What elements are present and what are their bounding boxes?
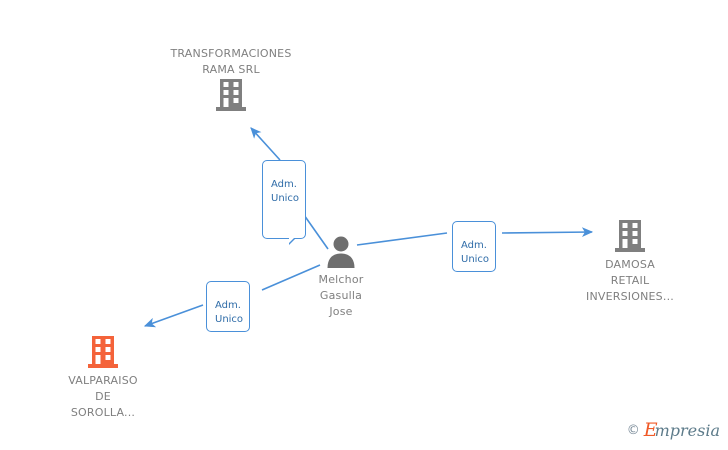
copyright-icon: ©: [626, 423, 640, 438]
edge-label-text: Adm. Unico: [461, 240, 490, 265]
person-node-melchor-gasulla-jose[interactable]: Melchor Gasulla Jose: [266, 235, 416, 320]
edge-label-text: Adm. Unico: [215, 300, 244, 325]
edge-label-transformaciones[interactable]: Adm. Unico: [262, 160, 306, 245]
company-label: DAMOSA RETAIL INVERSIONES...: [586, 258, 674, 303]
company-label: TRANSFORMACIONES RAMA SRL: [170, 47, 292, 76]
brand-name: Empresia: [644, 421, 720, 440]
edge-label-damosa[interactable]: Adm. Unico: [452, 221, 496, 272]
edge-to-valparaiso[interactable]: [145, 264, 321, 326]
callout-tail-inner: [289, 238, 294, 243]
building-icon[interactable]: [156, 78, 306, 112]
company-node-valparaiso-sorolla[interactable]: VALPARAISO DE SOROLLA...: [28, 335, 178, 421]
edge-to-damosa[interactable]: [356, 232, 592, 246]
watermark: © Empresia: [627, 421, 720, 440]
brand-initial: E: [643, 419, 658, 441]
company-node-transformaciones-rama[interactable]: TRANSFORMACIONES RAMA SRL: [156, 46, 306, 112]
building-icon[interactable]: [28, 335, 178, 369]
person-icon[interactable]: [266, 235, 416, 269]
company-node-damosa-retail[interactable]: DAMOSA RETAIL INVERSIONES...: [555, 219, 705, 305]
edge-label-valparaiso[interactable]: Adm. Unico: [206, 281, 250, 332]
edge-label-text: Adm. Unico: [271, 179, 300, 204]
brand-rest: mpresia: [654, 421, 720, 440]
company-label: VALPARAISO DE SOROLLA...: [68, 374, 138, 419]
person-label: Melchor Gasulla Jose: [318, 273, 364, 318]
building-icon[interactable]: [555, 219, 705, 253]
